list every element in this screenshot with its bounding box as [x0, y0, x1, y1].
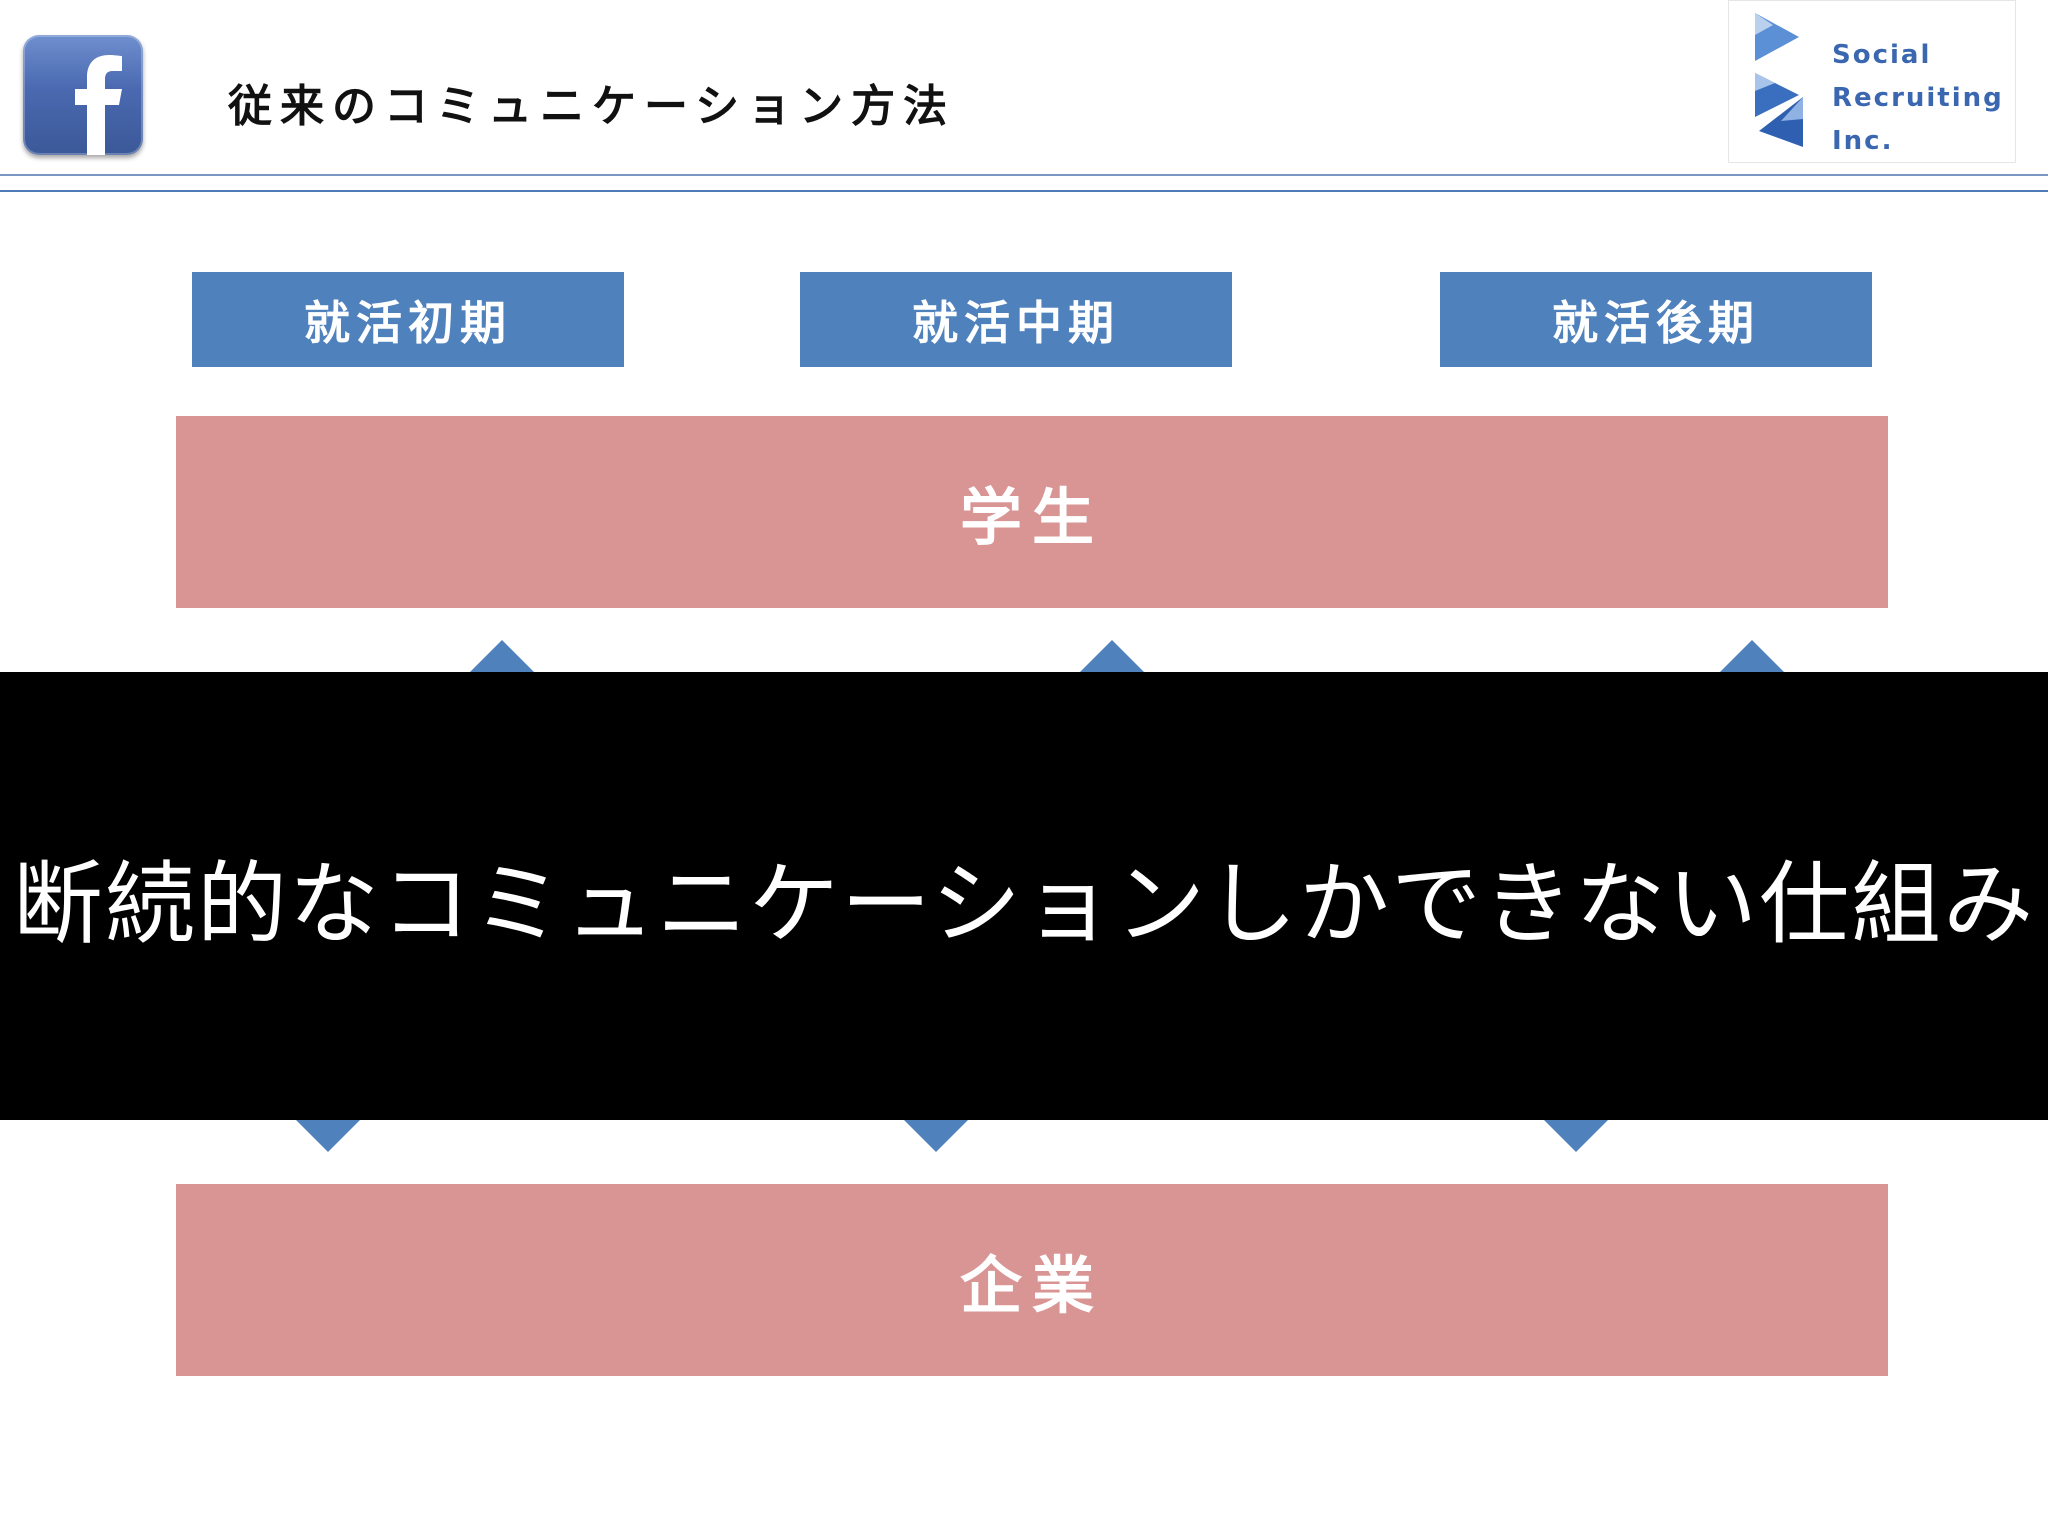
phase-late: 就活後期: [1440, 272, 1872, 367]
arrow-up-2: [1078, 640, 1146, 674]
company-logo: Social Recruiting Inc.: [1728, 0, 2016, 163]
company-name: Social Recruiting Inc.: [1832, 34, 2004, 163]
phase-middle: 就活中期: [800, 272, 1232, 367]
arrow-up-1: [468, 640, 536, 674]
company-name-line-3: Inc.: [1832, 126, 1894, 156]
arrow-up-3: [1718, 640, 1786, 674]
company-name-line-2: Recruiting: [1832, 83, 2004, 113]
caption-text: 断続的なコミュニケーションしかできない仕組み: [12, 852, 2036, 957]
caption-overlay: 断続的なコミュニケーションしかできない仕組み: [0, 672, 2048, 1120]
student-bar: 学生: [176, 416, 1888, 608]
company-triangles-logo-icon: [1755, 13, 1803, 147]
facebook-logo-icon: [23, 35, 143, 155]
header-divider-top: [0, 174, 2048, 176]
company-name-line-1: Social: [1832, 40, 1932, 70]
header-divider-bottom: [0, 190, 2048, 192]
company-bar: 企業: [176, 1184, 1888, 1376]
phase-early: 就活初期: [192, 272, 624, 367]
page-title: 従来のコミュニケーション方法: [228, 81, 956, 132]
arrow-down-3: [1542, 1118, 1610, 1152]
arrow-down-2: [902, 1118, 970, 1152]
arrow-down-1: [294, 1118, 362, 1152]
